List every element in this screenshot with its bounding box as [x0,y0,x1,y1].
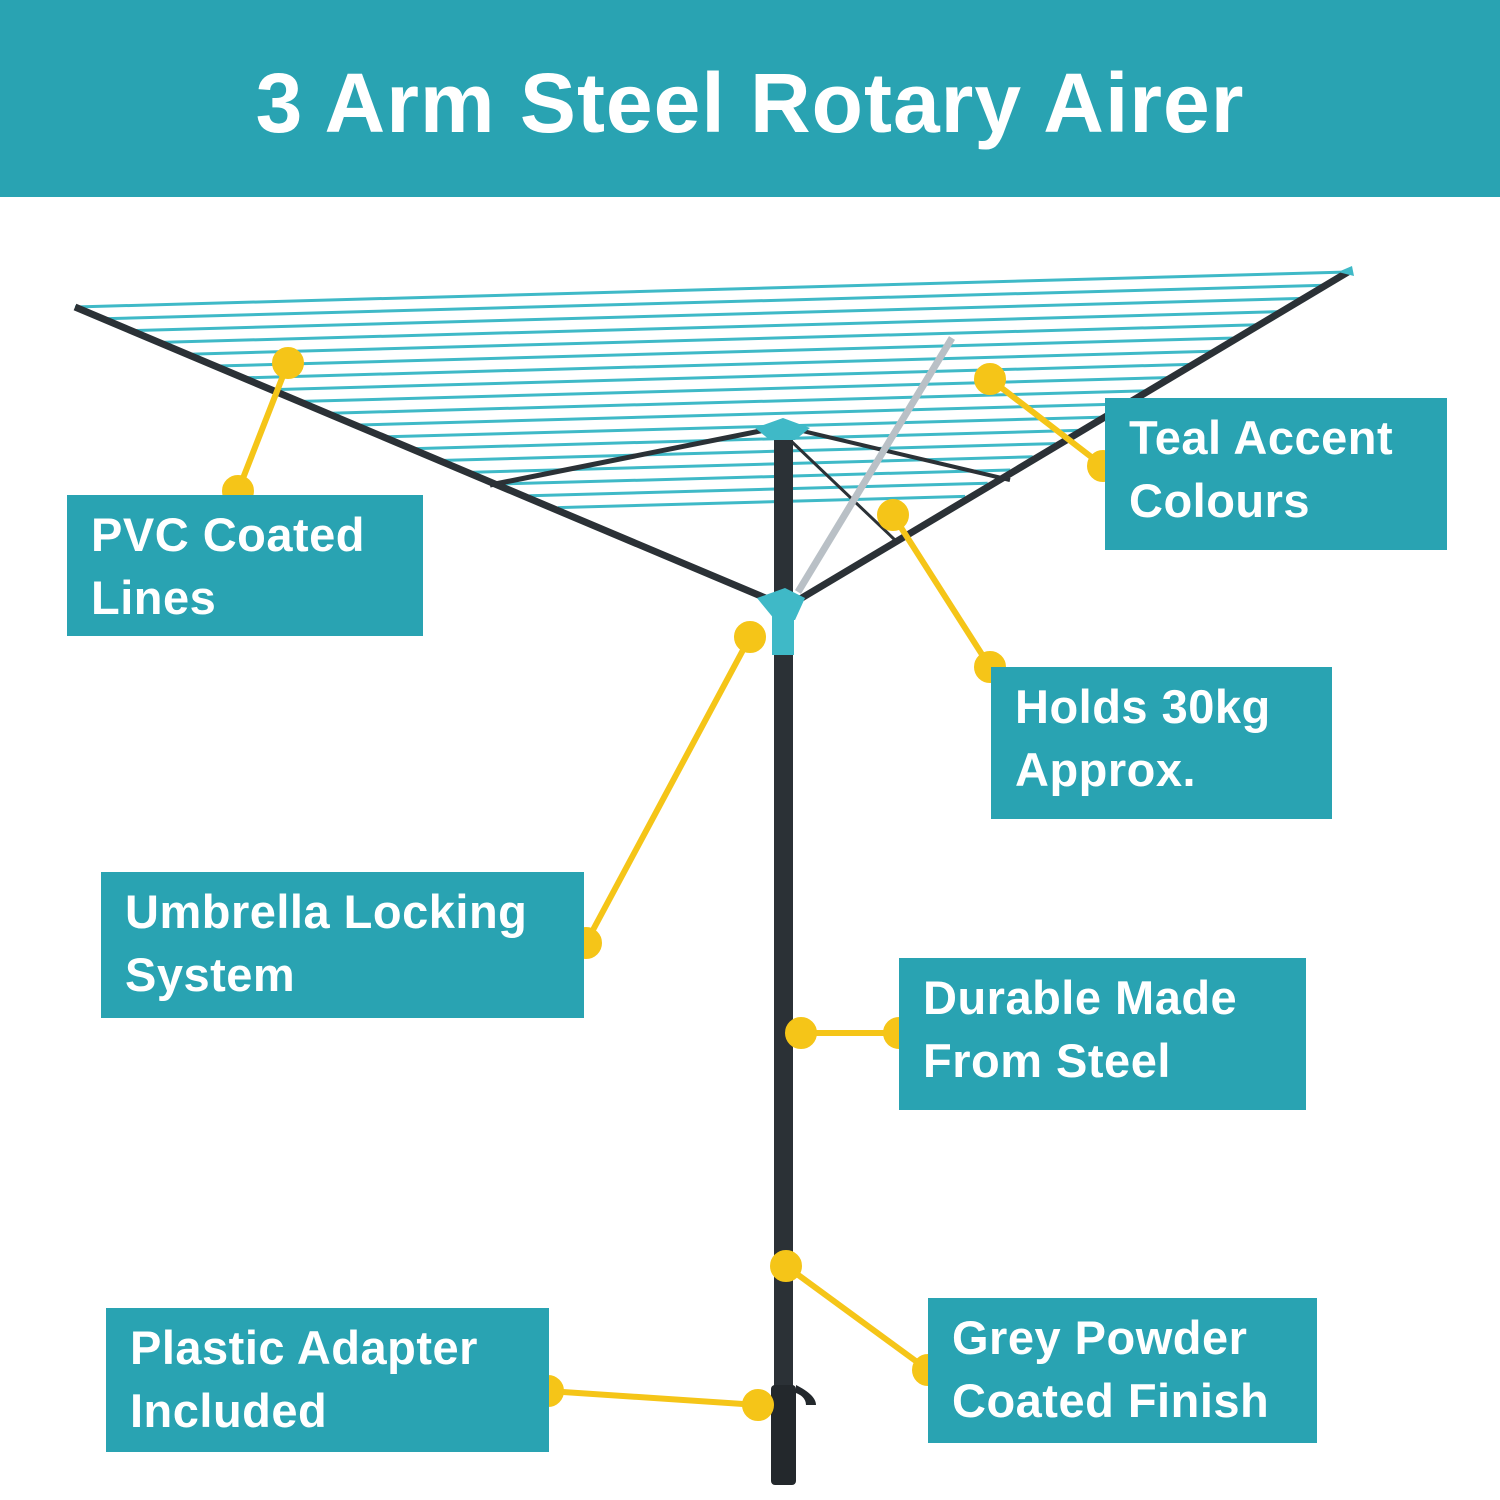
callout-teal-accent: Teal Accent Colours [1105,398,1447,550]
washing-line [415,428,1078,451]
callout-line: Teal Accent [1129,411,1394,464]
callout-line: Lines [91,571,217,624]
callout-line: System [125,948,296,1001]
washing-line [529,481,988,498]
back-arm-right [789,426,1011,482]
washing-line [245,349,1213,380]
callout-line: PVC Coated [91,508,365,561]
washing-line [557,494,966,510]
pole [774,430,793,1480]
arm-tip-right [1338,266,1354,276]
callout-line: Approx. [1015,743,1197,796]
washing-line [302,376,1168,403]
callout-line: Colours [1129,474,1311,527]
washing-line [74,270,1349,309]
bottom-hub [757,588,805,620]
callout-umbrella-locking: Umbrella Locking System [101,872,584,1018]
callout-line: Umbrella Locking [125,885,528,938]
callout-pvc-coated-lines: PVC Coated Lines [67,495,423,636]
callout-holds-30kg: Holds 30kg Approx. [991,667,1332,819]
washing-line [358,402,1123,427]
callout-line: From Steel [923,1034,1171,1087]
washing-line [500,468,1011,486]
callout-line: Plastic Adapter [130,1321,478,1374]
ground-spike [771,1385,796,1485]
washing-lines [74,270,1349,510]
washing-line [273,362,1191,392]
callout-durable-steel: Durable Made From Steel [899,958,1306,1110]
brace [788,438,897,542]
washing-line [131,296,1304,333]
right-arm [793,268,1350,606]
back-arm-left [489,425,776,488]
top-hub [755,418,810,440]
bottom-hub-collar [772,615,794,655]
callout-line: Grey Powder [952,1311,1248,1364]
adapter-clip [796,1385,816,1405]
callout-line: Coated Finish [952,1374,1270,1427]
callout-line: Holds 30kg [1015,680,1271,733]
silver-brace [795,336,955,594]
callout-plastic-adapter: Plastic Adapter Included [106,1308,549,1452]
washing-line [188,323,1258,356]
page-title: 3 Arm Steel Rotary Airer [255,56,1245,150]
washing-line [216,336,1236,368]
washing-line [103,283,1326,321]
washing-line [444,442,1056,462]
callout-line: Durable Made [923,971,1238,1024]
washing-line [160,310,1281,344]
callout-grey-powder: Grey Powder Coated Finish [928,1298,1317,1443]
left-arm [73,303,777,606]
title-banner: 3 Arm Steel Rotary Airer [0,0,1500,197]
callout-line: Included [130,1384,328,1437]
washing-line [387,415,1101,439]
